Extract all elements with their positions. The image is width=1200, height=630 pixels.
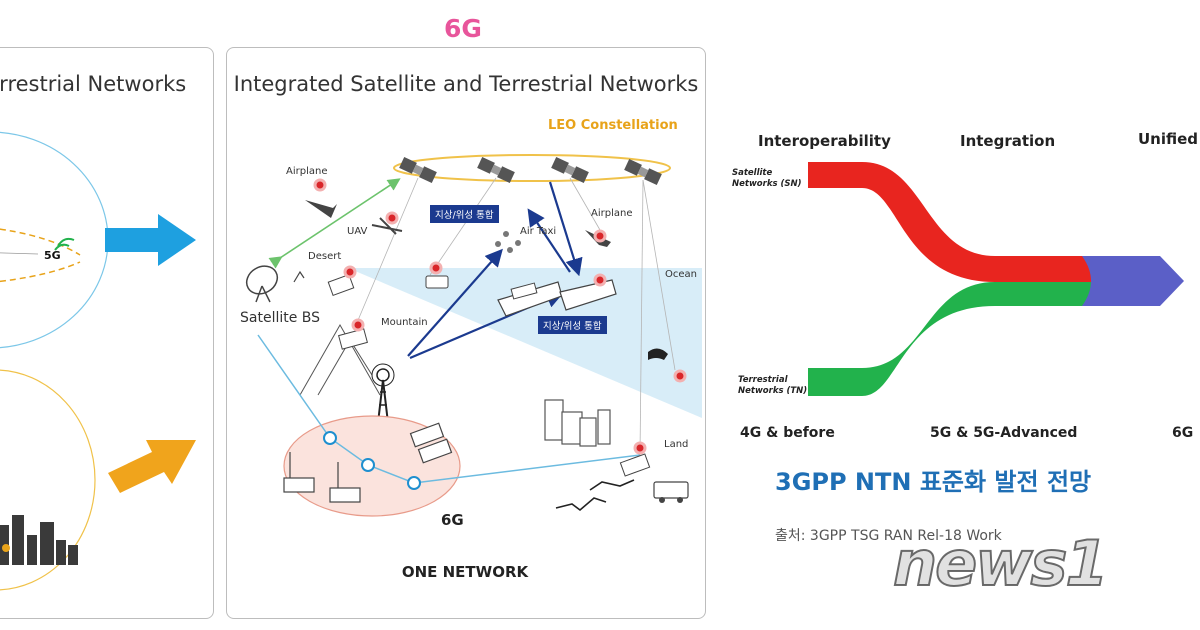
- desert-terminal-icon: [293, 265, 357, 296]
- generation-heading: 6G: [444, 14, 482, 43]
- land-label: Land: [664, 439, 689, 450]
- satellite-dish-icon: [245, 265, 279, 303]
- handset-icons: [409, 422, 453, 464]
- earthquake-cracks-icon: [555, 479, 635, 512]
- desert-label: Desert: [308, 251, 342, 262]
- tn-label-line2: Networks (TN): [738, 386, 808, 396]
- evolution-flow: [808, 162, 1184, 396]
- air-taxi-icon: [495, 231, 521, 253]
- blue-right-arrow: [105, 214, 196, 266]
- leo-orbit: [393, 154, 671, 182]
- integration-tag-lower: 지상/위성 통합: [538, 316, 607, 334]
- terrestrial-networks-label: Terrestrial Networks (TN): [738, 375, 807, 397]
- stage-interoperability: Interoperability: [758, 132, 891, 150]
- network-nodes: [323, 431, 421, 490]
- uav-label: UAV: [347, 226, 368, 237]
- airplane-left-label: Airplane: [286, 166, 328, 177]
- airplane-icon-left: [305, 178, 337, 218]
- ocean-label: Ocean: [665, 269, 697, 280]
- car-icon: [425, 261, 449, 289]
- satellite-1: [399, 156, 437, 184]
- satellite-networks-label: Satellite Networks (SN): [732, 168, 802, 190]
- orange-diagonal-arrow: [108, 440, 196, 493]
- sn-label-line1: Satellite: [732, 168, 773, 178]
- ocean-coverage-area: [348, 268, 702, 418]
- news1-watermark: news1: [892, 526, 1110, 601]
- network-6g-label: 6G: [441, 511, 464, 529]
- stage-unified: Unified: [1138, 130, 1199, 148]
- generation-4g: 4G & before: [740, 425, 835, 441]
- 5g-badge-label: 5G: [44, 249, 61, 262]
- leo-constellation-label: LEO Constellation: [548, 118, 678, 133]
- bus-icon: [653, 481, 689, 503]
- unified-arrow: [1082, 256, 1184, 306]
- land-terminal-icon: [619, 441, 651, 477]
- generation-6g: 6G: [1172, 425, 1194, 441]
- air-taxi-label: Air Taxi: [520, 226, 557, 237]
- left-lower-circle: [0, 369, 96, 591]
- airplane-right-label: Airplane: [591, 208, 633, 219]
- ship-icon-2: [559, 273, 617, 311]
- terrestrial-band: [808, 282, 1092, 396]
- one-network-label: ONE NETWORK: [401, 563, 529, 581]
- satellite-3: [551, 156, 589, 184]
- tn-label-line1: Terrestrial: [738, 375, 788, 385]
- airplane-icon-right: [585, 229, 611, 247]
- diver-icon: [648, 348, 687, 383]
- left-coverage-circle: [0, 131, 109, 349]
- mid-panel-title: Integrated Satellite and Terrestrial Net…: [233, 72, 699, 96]
- base-station-icons: [283, 452, 361, 503]
- satellite-bs-label: Satellite BS: [240, 310, 321, 326]
- terrestrial-networks-panel: Terrestrial Networks: [0, 47, 214, 619]
- caption-title: 3GPP NTN 표준화 발전 전망: [775, 468, 1092, 496]
- generation-5g: 5G & 5G-Advanced: [930, 425, 1078, 441]
- integration-tag-upper: 지상/위성 통합: [430, 205, 499, 223]
- bs-satellite-link: [268, 178, 401, 269]
- mountain-label: Mountain: [381, 317, 428, 328]
- city-buildings-icon: [544, 399, 611, 447]
- mountain-icon: [299, 318, 381, 396]
- satellite-band: [808, 162, 1092, 282]
- source-note: 출처: 3GPP TSG RAN Rel-18 Work: [775, 528, 1002, 544]
- left-panel-title: Terrestrial Networks: [0, 72, 187, 96]
- satellite-4: [624, 158, 662, 186]
- uav-icon: [371, 211, 403, 235]
- stage-integration: Integration: [960, 132, 1056, 150]
- 5g-badge: [54, 237, 75, 251]
- sn-label-line2: Networks (SN): [732, 179, 802, 189]
- satellite-2: [477, 156, 515, 184]
